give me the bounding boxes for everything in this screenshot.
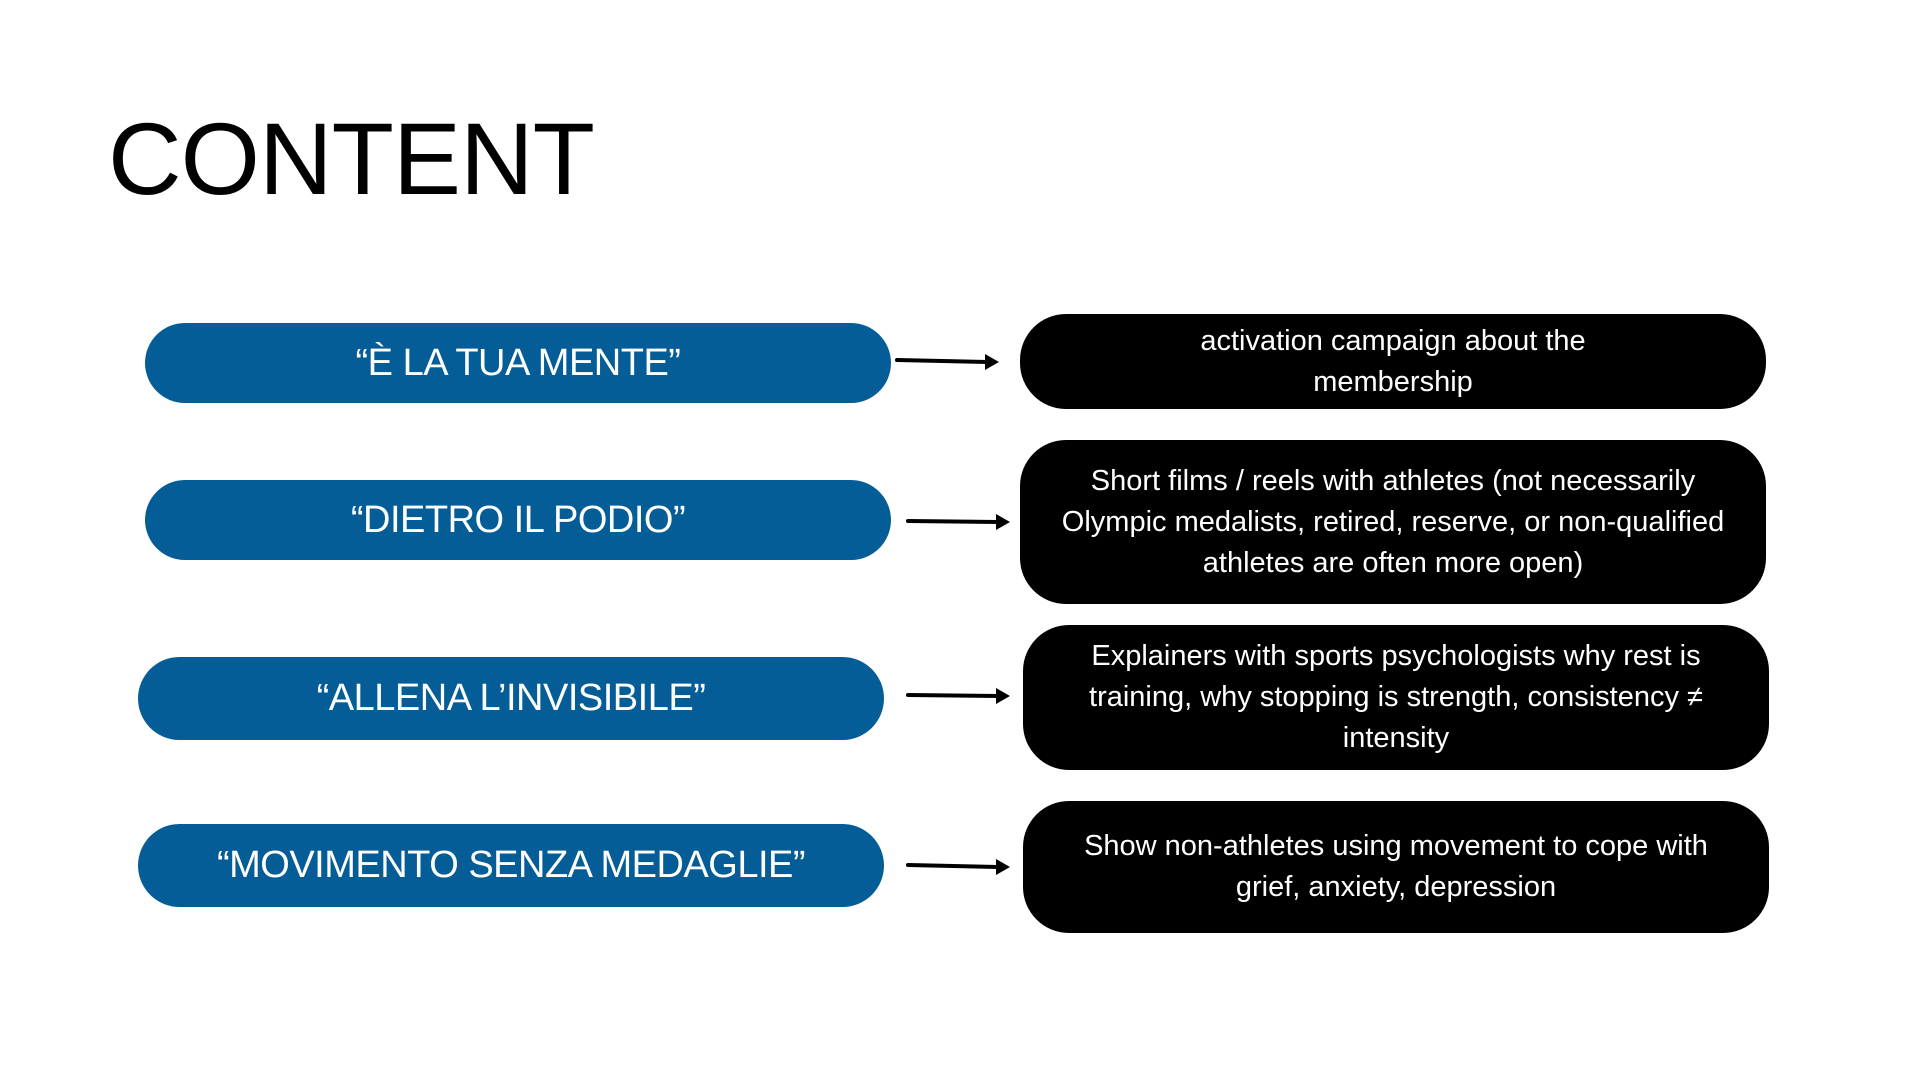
description-box-2: Short films / reels with athletes (not n… [1020, 440, 1766, 604]
description-box-3: Explainers with sports psychologists why… [1023, 625, 1769, 770]
description-box-1: activation campaign about the membership [1020, 314, 1766, 409]
topic-pill-3: “ALLENA L’INVISIBILE” [138, 657, 884, 740]
description-box-4: Show non-athletes using movement to cope… [1023, 801, 1769, 933]
page-title: CONTENT [108, 102, 595, 216]
right-arrow-icon [906, 514, 1010, 530]
topic-pill-2: “DIETRO IL PODIO” [145, 480, 891, 560]
right-arrow-icon [906, 859, 1010, 875]
topic-pill-4: “MOVIMENTO SENZA MEDAGLIE” [138, 824, 884, 907]
topic-pill-1: “È LA TUA MENTE” [145, 323, 891, 403]
right-arrow-icon [906, 688, 1010, 704]
right-arrow-icon [895, 354, 999, 370]
